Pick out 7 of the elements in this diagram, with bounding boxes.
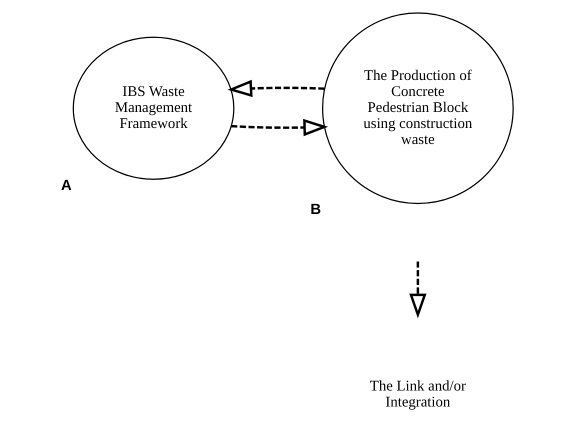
node-ellipse: IBS Waste Management Framework (72, 36, 234, 180)
node-label: A (60, 178, 72, 194)
legend-label: The Link and/or Integration (370, 378, 466, 411)
node-label: B (310, 202, 322, 218)
node-circle: The Production of Concrete Pedestrian Block using construction waste (322, 12, 514, 204)
arrow (228, 80, 324, 98)
arrow (231, 118, 328, 136)
